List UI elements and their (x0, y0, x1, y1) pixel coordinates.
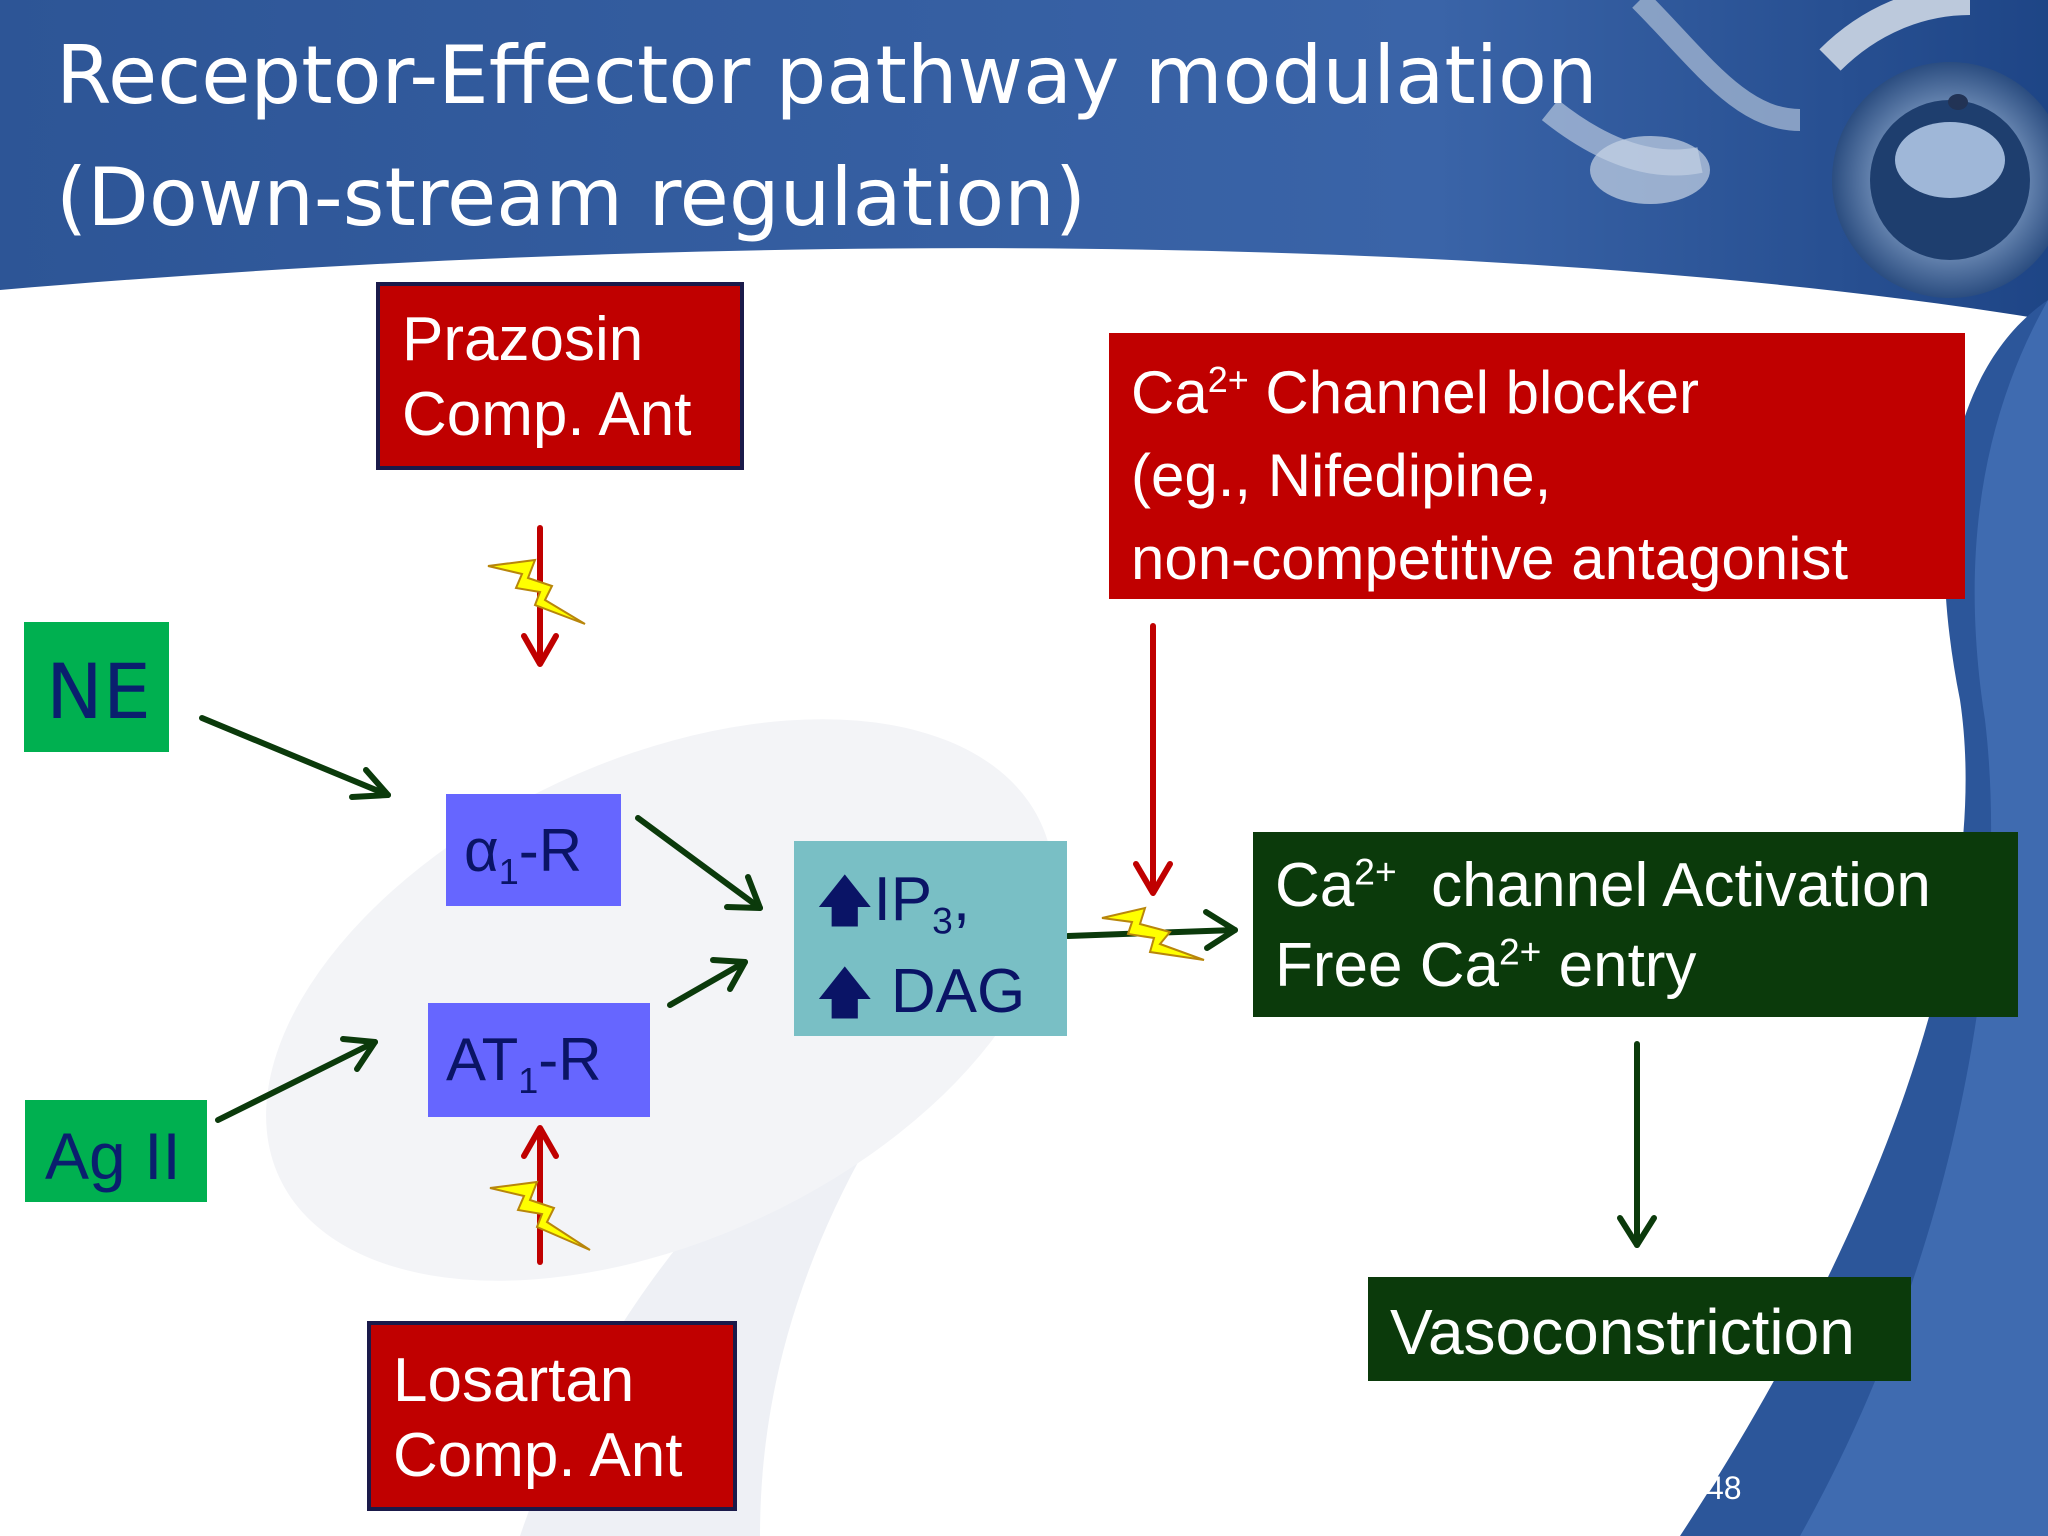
arrow-at1-to-ip3 (667, 957, 748, 1008)
losartan-label: Losartan (393, 1346, 635, 1415)
dag-line: 🡅 DAG (816, 957, 1026, 1026)
alpha1-receptor-box: α1-R (446, 794, 621, 906)
up-arrow-icon: 🡅 (816, 961, 874, 1026)
ca-activation-line1: Ca2+ channel Activation (1275, 850, 1931, 920)
ca-channel-blocker-box: Ca2+ Channel blocker (eg., Nifedipine, n… (1109, 333, 1965, 599)
ag2-label: Ag II (45, 1119, 181, 1193)
ca-channel-activation-box: Ca2+ channel Activation Free Ca2+ entry (1253, 832, 2018, 1017)
ip3-line: 🡅IP3, (816, 865, 971, 942)
stethoscope-image (1541, 0, 2048, 298)
alpha1-receptor-label: α1-R (464, 817, 583, 892)
ca-blocker-line1: Ca2+ Channel blocker (1131, 359, 1700, 426)
second-messengers-box: 🡅IP3, 🡅 DAG (794, 841, 1067, 1036)
ca-activation-line2: Free Ca2+ entry (1275, 930, 1697, 1000)
arrow-ag2-to-at1 (215, 1036, 378, 1123)
prazosin-label: Prazosin (402, 305, 644, 374)
ne-label: NE (46, 647, 151, 736)
arrow-losartan-inhibits-at1 (521, 1125, 559, 1265)
lightning-bolt-icon (487, 558, 586, 625)
losartan-subtitle: Comp. Ant (393, 1421, 683, 1490)
lightning-bolt-icon (1101, 906, 1205, 961)
up-arrow-icon: 🡅 (816, 869, 874, 934)
ca-blocker-line2: (eg., Nifedipine, (1131, 442, 1552, 509)
page-number: 48 (1706, 1470, 1742, 1506)
prazosin-subtitle: Comp. Ant (402, 380, 692, 449)
slide-title-line1: Receptor-Effector pathway modulation (56, 29, 1598, 122)
prazosin-box: Prazosin Comp. Ant (376, 282, 744, 470)
at1-receptor-box: AT1-R (428, 1003, 650, 1117)
arrow-ne-to-alpha1 (199, 715, 391, 800)
vasoconstriction-box: Vasoconstriction (1368, 1277, 1911, 1381)
arrow-ca-to-vasoconstriction (1617, 1041, 1657, 1248)
arrow-alpha1-to-ip3 (635, 815, 763, 911)
ne-box: NE (24, 622, 169, 752)
at1-receptor-label: AT1-R (446, 1026, 602, 1101)
ag2-box: Ag II (25, 1100, 207, 1202)
arrow-ca-blocker-inhibits-channel (1133, 623, 1173, 896)
lightning-bolt-icon (489, 1180, 591, 1251)
vasoconstriction-label: Vasoconstriction (1390, 1296, 1855, 1368)
ca-blocker-line3: non-competitive antagonist (1131, 525, 1849, 592)
slide-title-line2: (Down-stream regulation) (56, 151, 1087, 244)
losartan-box: Losartan Comp. Ant (367, 1321, 737, 1511)
